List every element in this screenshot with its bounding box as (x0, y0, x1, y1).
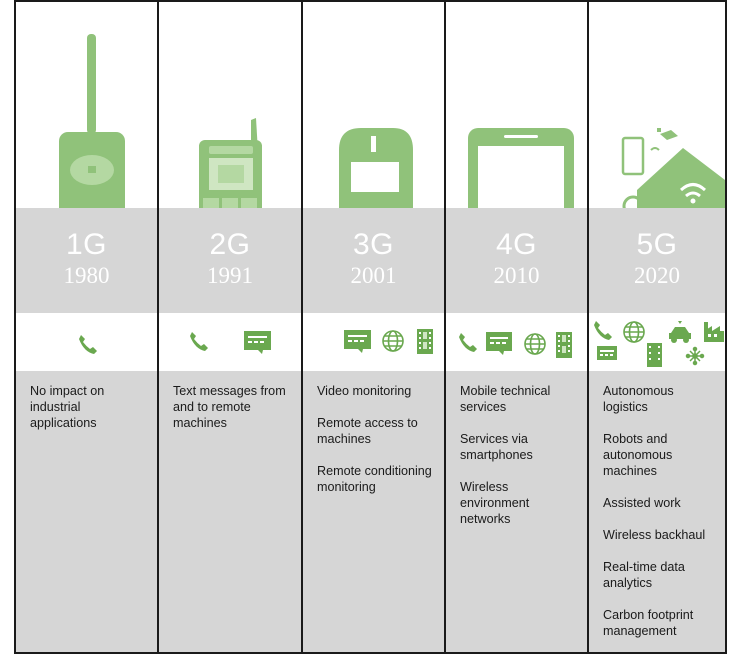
capability-item: Autonomous logistics (603, 384, 674, 414)
capability-item: Video monitoring (317, 384, 412, 398)
capabilities-list: Video monitoring Remote access to machin… (303, 371, 444, 652)
capability-item: Remote access to machines (317, 416, 418, 446)
smartphone-illustration (446, 2, 587, 208)
capability-item: Remote conditioning monitoring (317, 464, 432, 494)
phone-icon (190, 332, 208, 351)
capability-item: Mobile technical services (460, 384, 551, 414)
phone-icon (594, 321, 612, 340)
film-icon (417, 329, 433, 354)
capabilities-list: No impact on industrial applications (16, 371, 157, 652)
column-2g: 2G 1991 Text messages from and to remote (159, 2, 303, 652)
column-1g: 1G 1980 No impact on industrial applicat… (16, 2, 159, 652)
generations-table: 1G 1980 No impact on industrial applicat… (14, 0, 727, 654)
generation-year: 1980 (63, 263, 110, 288)
message-icon (486, 332, 512, 355)
generation-label: 2G (209, 228, 251, 261)
smart-home-illustration (589, 2, 725, 208)
generation-band: 1G 1980 (16, 208, 157, 313)
globe-icon (623, 321, 645, 343)
factory-icon (704, 322, 724, 342)
generation-year: 2020 (634, 263, 680, 288)
generation-label: 3G (352, 228, 395, 261)
generation-label: 1G (65, 228, 108, 261)
service-icons (159, 313, 301, 371)
column-4g: 4G 2010 (446, 2, 589, 652)
column-5g: 5G 2020 (589, 2, 725, 652)
generation-year: 2010 (493, 263, 540, 288)
film-icon (647, 343, 662, 367)
brick-phone-illustration (16, 2, 157, 208)
capability-item: Wireless environment networks (460, 480, 530, 526)
message-icon (344, 330, 371, 353)
generation-band: 3G 2001 (303, 208, 444, 313)
car-icon (669, 321, 691, 343)
capability-item: Robots and autonomous machines (603, 432, 673, 478)
message-icon (597, 346, 617, 360)
service-icons (446, 313, 587, 371)
generation-label: 4G (495, 228, 538, 261)
film-icon (556, 332, 572, 358)
column-3g: 3G 2001 (303, 2, 446, 652)
generation-year: 2001 (350, 263, 397, 288)
generation-band: 4G 2010 (446, 208, 587, 313)
service-icons (303, 313, 444, 371)
service-icons (16, 313, 157, 371)
network-icon (685, 346, 705, 366)
generation-band: 2G 1991 (159, 208, 301, 313)
globe-icon (382, 330, 404, 352)
capabilities-list: Mobile technical services Services via s… (446, 371, 587, 652)
generation-year: 1991 (207, 263, 253, 288)
phone-icon (79, 335, 97, 354)
globe-icon (524, 333, 546, 355)
phone-icon (459, 333, 477, 352)
capability-item: Text messages from and to remote machine… (173, 384, 286, 430)
early-smartphone-illustration (303, 2, 444, 208)
capability-item: No impact on industrial applications (30, 384, 105, 430)
capabilities-list: Text messages from and to remote machine… (159, 371, 301, 652)
capability-item: Assisted work (603, 496, 681, 510)
capability-item: Services via smartphones (460, 432, 533, 462)
feature-phone-illustration (159, 2, 301, 208)
message-icon (244, 331, 271, 354)
service-icons (589, 313, 725, 371)
capability-item: Wireless backhaul (603, 528, 706, 542)
generation-band: 5G 2020 (589, 208, 725, 313)
generation-label: 5G (636, 228, 678, 261)
capability-item: Real-time data analytics (603, 560, 685, 590)
capability-item: Carbon footprint management (603, 608, 694, 638)
capabilities-list: Autonomous logistics Robots and autonomo… (589, 371, 725, 652)
